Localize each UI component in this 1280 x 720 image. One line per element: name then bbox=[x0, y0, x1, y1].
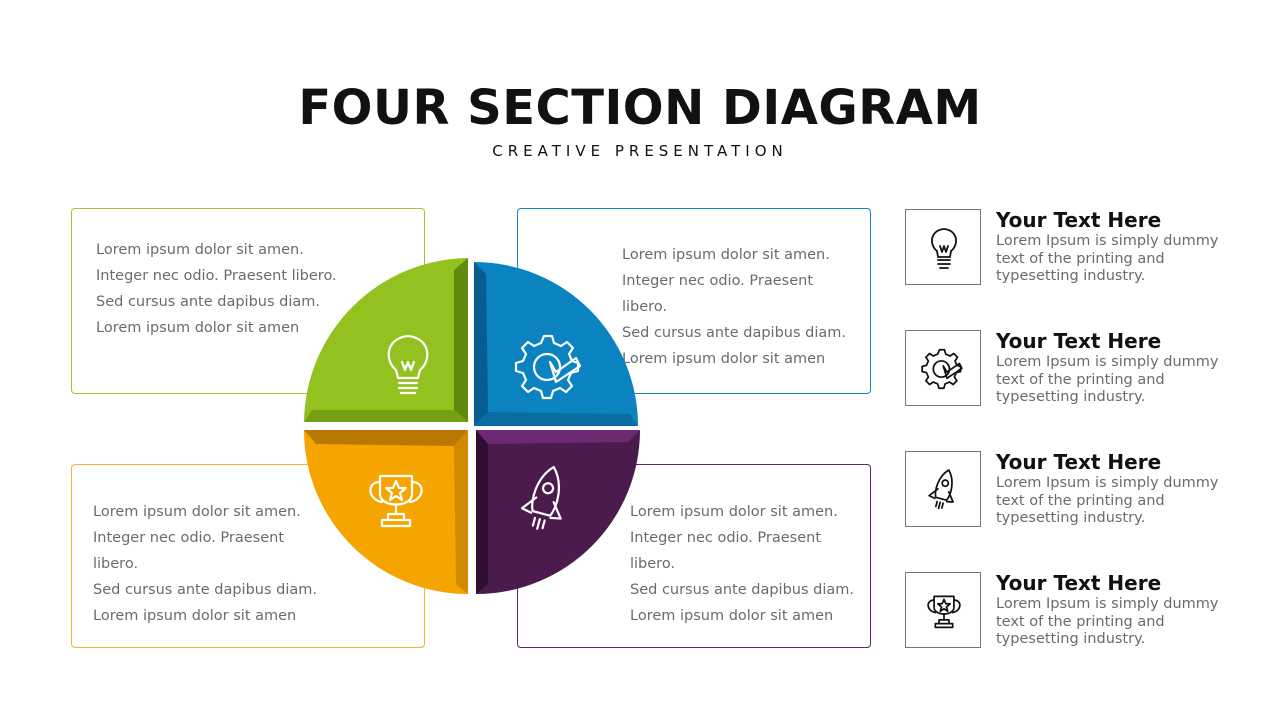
section-green bbox=[304, 258, 468, 422]
sidebar-text: Lorem Ipsum is simply dummy text of the … bbox=[996, 596, 1219, 647]
four-section-diagram bbox=[304, 258, 640, 594]
gear-icon bbox=[514, 334, 582, 400]
trophy-icon bbox=[927, 595, 961, 629]
sidebar-icon-box bbox=[905, 330, 981, 406]
text-box-orange-lines: Lorem ipsum dolor sit amen. Integer nec … bbox=[93, 499, 317, 629]
text-line: libero. bbox=[93, 556, 139, 572]
text-line: Sed cursus ante dapibus diam. bbox=[96, 294, 320, 310]
text-line: Sed cursus ante dapibus diam. bbox=[622, 325, 846, 341]
sidebar-heading: Your Text Here bbox=[996, 329, 1162, 353]
text-line: Lorem ipsum dolor sit amen bbox=[630, 608, 834, 624]
rocket-icon bbox=[520, 465, 562, 530]
text-line: Lorem ipsum dolor sit amen. bbox=[96, 242, 304, 258]
text-line: Integer nec odio. Praesent bbox=[622, 273, 814, 289]
text-box-green-lines: Lorem ipsum dolor sit amen. Integer nec … bbox=[96, 237, 337, 341]
page-subtitle: CREATIVE PRESENTATION bbox=[492, 142, 788, 160]
text-box-blue-lines: Lorem ipsum dolor sit amen. Integer nec … bbox=[622, 242, 846, 372]
text-line: Lorem ipsum dolor sit amen. bbox=[93, 504, 301, 520]
text-line: Integer nec odio. Praesent bbox=[630, 530, 822, 546]
text-line: Lorem ipsum dolor sit amen bbox=[622, 351, 826, 367]
sidebar-heading: Your Text Here bbox=[996, 450, 1162, 474]
sidebar-heading: Your Text Here bbox=[996, 571, 1162, 595]
sidebar-icon-box bbox=[905, 209, 981, 285]
text-line: libero. bbox=[622, 299, 668, 315]
trophy-icon bbox=[369, 474, 423, 528]
sidebar-icon-box bbox=[905, 572, 981, 648]
sidebar-text: Lorem Ipsum is simply dummy text of the … bbox=[996, 233, 1219, 284]
page-title: FOUR SECTION DIAGRAM bbox=[298, 80, 982, 136]
text-line: Sed cursus ante dapibus diam. bbox=[630, 582, 854, 598]
lightbulb-icon bbox=[387, 334, 429, 395]
text-line: Lorem ipsum dolor sit amen. bbox=[622, 247, 830, 263]
text-line: Lorem ipsum dolor sit amen bbox=[96, 320, 300, 336]
section-orange bbox=[304, 430, 468, 594]
sidebar-text: Lorem Ipsum is simply dummy text of the … bbox=[996, 475, 1219, 526]
sidebar-heading: Your Text Here bbox=[996, 208, 1162, 232]
rocket-icon bbox=[928, 469, 954, 510]
lightbulb-icon bbox=[931, 228, 957, 269]
text-line: Integer nec odio. Praesent libero. bbox=[96, 268, 337, 284]
sidebar-text: Lorem Ipsum is simply dummy text of the … bbox=[996, 354, 1219, 405]
sidebar-icon-box bbox=[905, 451, 981, 527]
gear-icon bbox=[921, 348, 963, 390]
text-line: Lorem ipsum dolor sit amen. bbox=[630, 504, 838, 520]
text-line: Integer nec odio. Praesent bbox=[93, 530, 285, 546]
text-line: Sed cursus ante dapibus diam. bbox=[93, 582, 317, 598]
text-line: Lorem ipsum dolor sit amen bbox=[93, 608, 297, 624]
text-box-purple-lines: Lorem ipsum dolor sit amen. Integer nec … bbox=[630, 499, 854, 629]
text-line: libero. bbox=[630, 556, 676, 572]
